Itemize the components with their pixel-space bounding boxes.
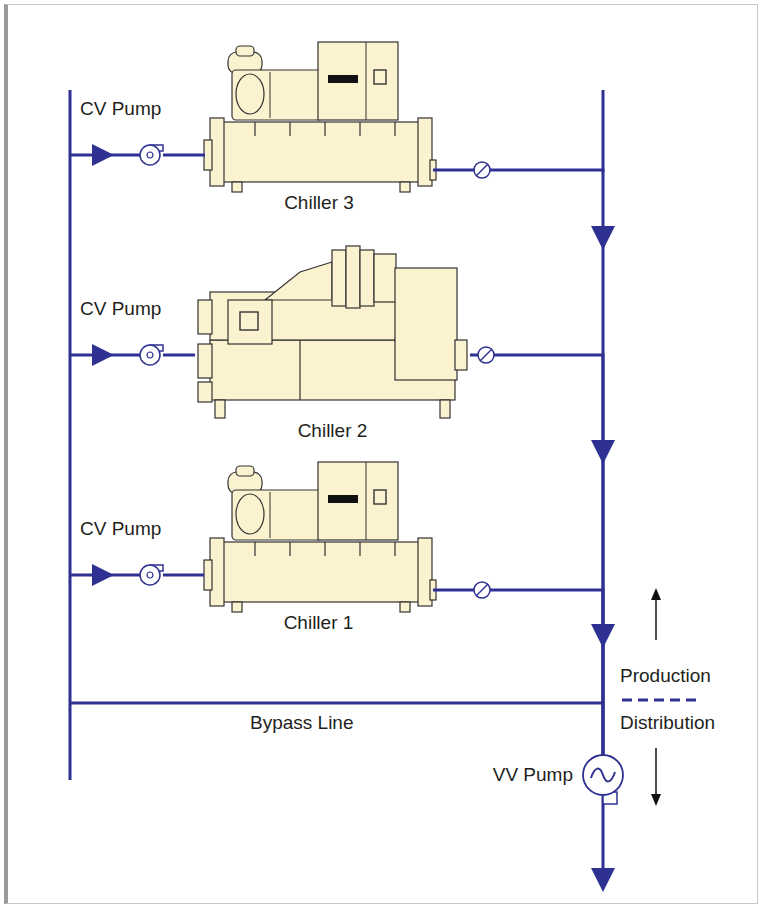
pump-node: CV Pump: [80, 298, 163, 365]
boundary-marker: [655, 598, 657, 640]
valve-symbol: [474, 582, 490, 598]
centrifugal-chiller: [299, 340, 300, 400]
chiller-illustration: [204, 462, 436, 612]
centrifugal-chiller: [215, 400, 225, 418]
header-pipe: [433, 170, 603, 755]
header-pipe: [69, 90, 72, 780]
flow-arrow: [591, 226, 615, 250]
header-pipe: [470, 355, 603, 755]
zone-label: Distribution: [620, 712, 715, 734]
flow-arrow: [92, 564, 114, 586]
chiller-node: Chiller 3: [205, 42, 433, 216]
centrifugal-chiller: [440, 400, 450, 418]
boundary-marker: [651, 588, 661, 600]
boundary-marker: [651, 794, 661, 806]
zone-label: Production: [620, 665, 711, 687]
node-text: Chiller 1: [204, 612, 433, 634]
header-pipe: [433, 590, 603, 755]
node-text: CV Pump: [80, 518, 163, 540]
centrifugal-chiller: [332, 250, 346, 306]
centrifugal-chiller: [240, 312, 258, 330]
valve-symbol: [478, 347, 494, 363]
centrifugal-chiller: [198, 246, 467, 418]
boundary-marker: [622, 588, 702, 806]
node-text: CV Pump: [80, 98, 163, 120]
pump-node: CV Pump: [80, 98, 163, 165]
supply-pipe: [163, 154, 205, 157]
flow-arrow: [591, 226, 615, 648]
header-pipe: [70, 90, 603, 872]
centrifugal-chiller: [395, 268, 457, 380]
chiller-node: Chiller 1: [204, 462, 433, 636]
supply-pipe: [163, 574, 204, 577]
centrifugal-chiller: [265, 262, 332, 300]
centrifugal-chiller: [360, 250, 374, 306]
flow-arrow: [591, 624, 615, 648]
vv-pump-symbol: [583, 755, 623, 804]
flow-arrow: [591, 440, 615, 464]
flow-arrow: [92, 144, 615, 892]
valve-symbol: [474, 162, 494, 598]
flow-arrow: [92, 344, 114, 366]
valve-symbol: [476, 584, 488, 596]
centrifugal-chiller: [374, 254, 396, 302]
pump-symbol: [140, 145, 163, 165]
centrifugal-chiller: [455, 340, 467, 370]
centrifugal-chiller: [198, 382, 212, 402]
supply-pipe: [163, 354, 195, 357]
node-text: CV Pump: [80, 298, 163, 320]
header-pipe: [602, 795, 605, 872]
pump-symbol: [140, 345, 163, 365]
valve-symbol: [476, 164, 488, 176]
header-pipe: [70, 702, 603, 705]
node-text: Chiller 3: [205, 192, 433, 214]
centrifugal-chiller: [198, 344, 212, 378]
header-pipe: [602, 90, 605, 172]
vv-pump-symbol: [583, 755, 623, 795]
node-text: Chiller 2: [195, 420, 470, 442]
centrifugal-chiller: [228, 300, 272, 344]
valve-symbol: [480, 349, 492, 361]
chiller-node: Chiller 2: [195, 240, 470, 444]
boundary-marker: [655, 748, 657, 796]
pump-symbol: [140, 565, 163, 585]
pump-node: CV Pump: [80, 518, 163, 585]
chiller-illustration: [204, 42, 436, 192]
centrifugal-chiller: [198, 300, 212, 334]
boundary-marker: [622, 699, 702, 702]
pipe-label: Bypass Line: [250, 712, 354, 734]
flow-arrow: [591, 868, 615, 892]
vv-pump-symbol: [591, 769, 615, 782]
valve-symbol: [474, 162, 490, 178]
flow-arrow: [92, 144, 114, 166]
centrifugal-chiller: [346, 246, 360, 308]
node-text: VV Pump: [493, 764, 573, 786]
vv-pump-node: VV Pump: [493, 755, 623, 795]
